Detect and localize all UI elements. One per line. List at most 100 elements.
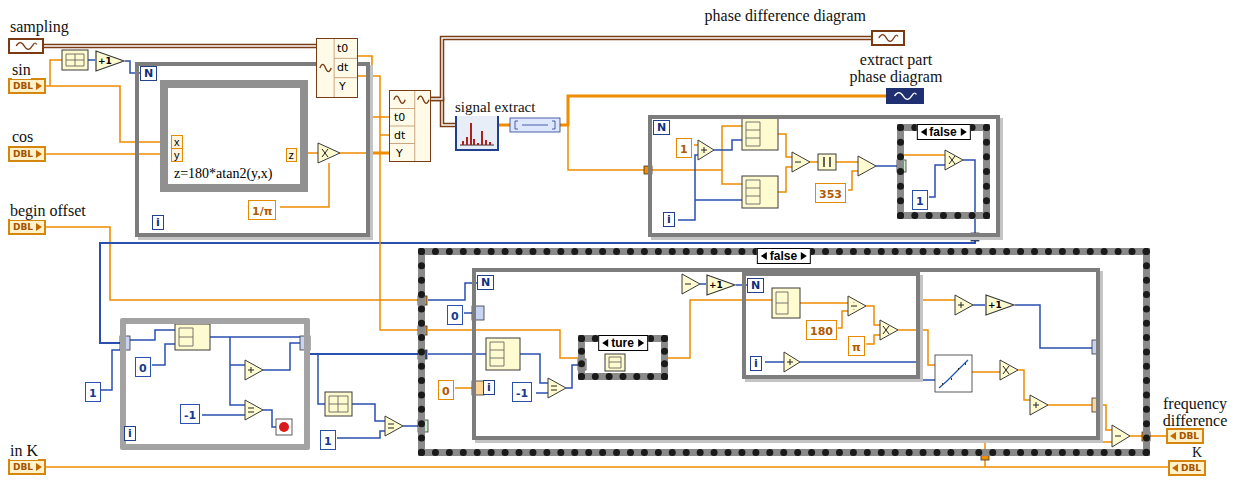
wire-line	[46, 227, 418, 300]
linear-fit-function	[935, 355, 972, 392]
numeric-constant: 180	[806, 320, 837, 340]
wire-line	[46, 86, 160, 142]
numeric-wire	[46, 227, 418, 300]
count-terminal: N	[140, 66, 157, 81]
integer-wire	[310, 354, 418, 355]
case-selector-label: false	[916, 124, 970, 140]
constant-value: 0	[139, 362, 147, 375]
wire-outer	[431, 99, 455, 125]
terminal-label: begin offset	[10, 202, 86, 220]
numeric-constant: π	[848, 336, 865, 356]
element-name: dt	[394, 129, 405, 143]
case-structure: false1	[897, 124, 990, 219]
constant-value: 0	[442, 385, 450, 398]
structure-frame	[418, 248, 1150, 456]
for-loop: Ni-1tureNi180π+1+1	[472, 268, 1100, 440]
build-waveform: t0dtY	[389, 90, 431, 162]
case-structure: falseNi-1tureNi180π+1+100	[418, 248, 1150, 456]
waveform-indicator: phase difference diagram	[871, 30, 905, 46]
abs-function	[818, 154, 836, 170]
terminal-label: sampling	[10, 18, 69, 36]
for-loop: Ni1353false1	[648, 115, 1000, 237]
wire-inner	[44, 45, 316, 46]
wire	[320, 64, 331, 71]
multiply-function	[880, 320, 898, 340]
data-type: DBL	[13, 462, 33, 472]
equal-function	[385, 416, 403, 436]
data-type: DBL	[1179, 431, 1199, 441]
constant-value: 0	[451, 310, 459, 323]
for-loop: Ni180π	[742, 272, 920, 379]
constant-value: 1/π	[252, 205, 272, 218]
constant-value: 1	[89, 387, 97, 400]
terminal-label: cos	[12, 128, 33, 146]
numeric-constant: 1	[320, 430, 336, 450]
constant-value: 1	[680, 143, 688, 156]
numeric-constant: 0	[438, 380, 454, 400]
numeric-constant: 1	[85, 382, 101, 402]
data-type: DBL	[1181, 463, 1201, 473]
formula-text: z=180*atan2(y,x)	[174, 166, 272, 182]
data-type: DBL	[13, 149, 33, 159]
wire-line	[310, 353, 418, 355]
numeric-constant: 1	[676, 138, 692, 158]
express-vi: signal extract	[455, 113, 499, 151]
numeric-indicator: frequency differenceDBL	[1166, 428, 1204, 444]
constant-value: -1	[184, 409, 196, 422]
fit-line	[939, 360, 968, 388]
waveform-wire	[44, 46, 316, 47]
abs-marks	[824, 157, 830, 167]
structure-frame	[418, 248, 1150, 456]
wire	[394, 96, 405, 103]
numeric-constant: 0	[135, 357, 151, 377]
numeric-indicator: KDBL	[1168, 460, 1206, 476]
element-name: dt	[337, 61, 348, 75]
while-loop: i 0 -1	[120, 318, 310, 450]
wire	[463, 123, 490, 145]
equal-function	[245, 400, 263, 420]
numeric-wire	[46, 154, 160, 155]
numeric-constant: 353	[815, 183, 846, 203]
data-type: DBL	[13, 81, 33, 91]
terminal-label: extract part phase diagram	[841, 52, 951, 86]
element-name: t0	[394, 111, 405, 125]
wire-outer	[431, 38, 871, 99]
icon	[457, 115, 497, 149]
constant-value: -1	[516, 387, 528, 400]
increment-function: +1	[95, 50, 125, 72]
formula-node: xy z=180*atan2(y,x) z	[160, 80, 308, 192]
input-port: x	[171, 135, 183, 149]
numeric-control: begin offsetDBL	[8, 219, 46, 235]
count-terminal: N	[653, 120, 670, 135]
greater-function	[858, 156, 876, 176]
constant-value: 1	[324, 435, 332, 448]
iteration-terminal: i	[124, 426, 136, 441]
wire-outer	[44, 44, 316, 49]
waveform-wire	[431, 99, 455, 125]
input-port: y	[171, 148, 183, 162]
wire	[418, 96, 429, 103]
build-array-function	[605, 354, 625, 371]
numeric-control: sinDBL	[8, 78, 46, 94]
wire	[334, 39, 357, 97]
iteration-terminal: i	[152, 215, 164, 230]
numeric-wire	[46, 86, 160, 142]
icon	[888, 90, 922, 102]
function-label: +1	[95, 50, 125, 72]
multiply-function	[945, 150, 963, 170]
iteration-terminal: i	[750, 356, 762, 371]
grid-lines	[66, 54, 788, 412]
terminal-label: K	[1192, 446, 1202, 460]
numeric-control: cosDBL	[8, 146, 46, 162]
multiply-function	[318, 143, 340, 163]
output-port: z	[286, 148, 298, 162]
convert-function	[510, 118, 560, 132]
icon	[10, 40, 42, 52]
waveform-wire	[431, 38, 871, 99]
unbundle-waveform: t0dtY	[316, 38, 358, 98]
orange-wires	[50, 60, 1150, 467]
stop-button-dot	[279, 422, 289, 432]
function-marks	[248, 147, 1121, 436]
array-indicator: extract part phase diagram	[886, 88, 924, 104]
stop-button	[276, 419, 292, 435]
